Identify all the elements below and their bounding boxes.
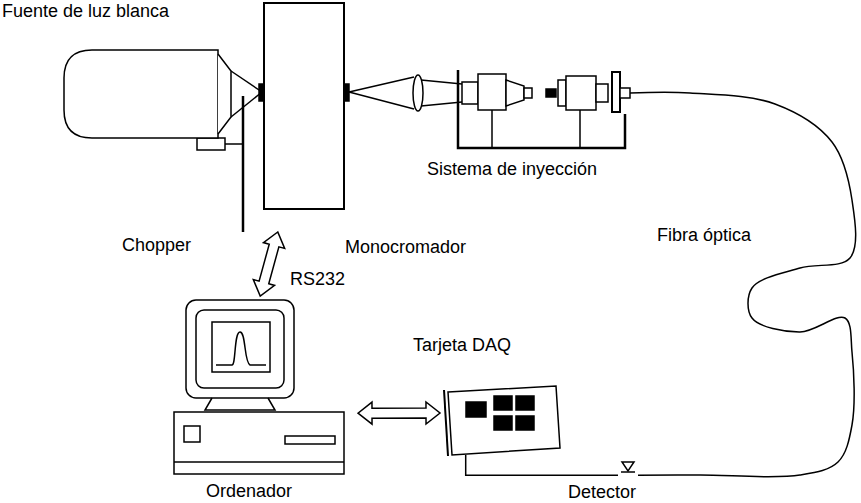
node-label: Tarjeta DAQ (413, 336, 511, 354)
screen-plot (216, 332, 266, 365)
connector-plate (612, 72, 620, 112)
chip (494, 416, 512, 430)
fiber-stub (620, 88, 630, 98)
objective-lens (524, 88, 532, 98)
node-label: Ordenador (206, 482, 292, 500)
chopper-shaft (225, 143, 243, 145)
card-bracket (444, 390, 448, 456)
screen (212, 322, 270, 372)
chip (466, 402, 486, 417)
fiber-connector (596, 84, 608, 102)
light-cone (349, 92, 414, 109)
mount-bracket (458, 70, 625, 148)
node-label: Monocromador (345, 238, 466, 256)
light-beam (421, 102, 462, 106)
detector: Detector (618, 464, 638, 478)
data-link-arrow (358, 402, 440, 424)
objective-lens (478, 74, 506, 110)
light-beam (231, 92, 262, 117)
light-source: Fuente de luz blanca (62, 48, 232, 140)
connector-label: Fibra óptica (655, 226, 753, 244)
chopper-blade (242, 96, 245, 232)
computer-case (174, 412, 344, 474)
objective-lens (462, 82, 478, 104)
lamp-front (218, 54, 231, 134)
chip (516, 416, 534, 430)
monitor-bezel (196, 310, 284, 388)
node-label: Sistema de inyección (427, 160, 597, 178)
lamp-housing (64, 50, 218, 138)
objective-lens (506, 80, 524, 106)
case-edge (174, 461, 344, 463)
node-label: Detector (568, 483, 636, 501)
chip (494, 396, 512, 410)
injection-system: Sistema de inyección (452, 68, 628, 150)
mount-post (491, 110, 493, 148)
signal-wire (466, 455, 618, 475)
fiber-connector (566, 76, 596, 110)
detector-symbol (622, 462, 634, 471)
optical-fiber (630, 92, 856, 476)
drive-slot (285, 436, 335, 444)
chip (516, 396, 534, 410)
computer: Ordenador (172, 298, 345, 478)
part-label: Chopper (120, 236, 193, 254)
chopper-motor (197, 138, 225, 150)
monochromator-box: Monocromador (263, 2, 345, 210)
case-button (184, 426, 200, 442)
daq-card: Tarjeta DAQ (445, 385, 560, 455)
light-beam (421, 80, 462, 84)
connector-label: RS232 (288, 270, 347, 288)
detector-symbol (621, 471, 635, 473)
mount-post (579, 110, 581, 148)
monitor-stand (205, 398, 275, 410)
fiber-tip (546, 89, 556, 97)
node-label: Fuente de luz blanca (2, 2, 169, 20)
lamp-outline (62, 48, 232, 140)
light-cone (349, 77, 414, 92)
fiber-connector (558, 80, 566, 106)
daq-card (448, 386, 560, 455)
monitor (186, 300, 294, 398)
serial-link-arrow (253, 232, 284, 296)
light-beam (231, 71, 262, 92)
